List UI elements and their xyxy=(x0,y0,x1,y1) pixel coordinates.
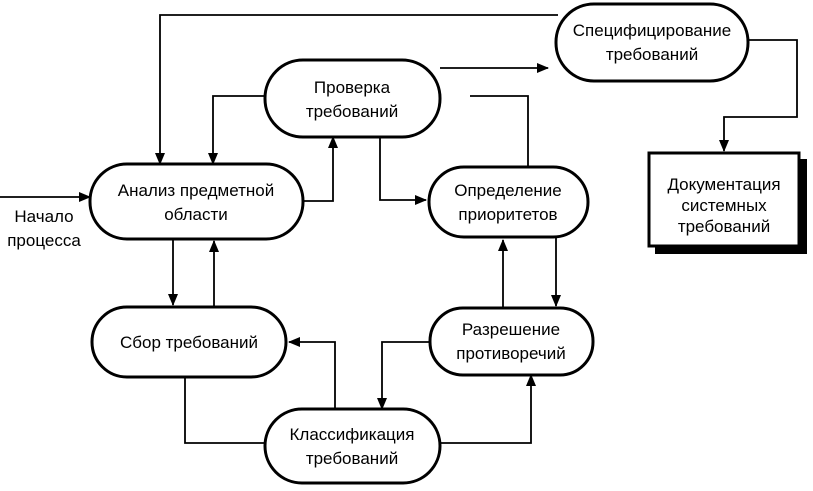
edge-spec-to-document xyxy=(719,39,798,152)
node-spec: Специфицирование требований xyxy=(554,2,750,83)
node-check-line-2: требований xyxy=(306,102,398,121)
node-priority-line-1: Определение xyxy=(454,181,562,200)
edge-classify-to-collect xyxy=(288,337,336,409)
node-classify: Классификация требований xyxy=(263,407,442,485)
document-line-3: требований xyxy=(678,217,770,236)
edge-priority-to-check xyxy=(470,95,529,167)
node-collect: Сбор требований xyxy=(90,305,288,379)
edge-check-to-priority xyxy=(379,137,427,205)
node-collect-line-1: Сбор требований xyxy=(120,333,258,352)
document-box: Документация системных требований xyxy=(647,151,807,254)
node-classify-line-2: требований xyxy=(306,449,398,468)
edge-check-to-analysis xyxy=(208,95,265,165)
edge-collect-to-classify xyxy=(184,377,265,444)
edge-classify-to-resolve xyxy=(440,374,536,444)
node-check: Проверка требований xyxy=(263,58,442,139)
start-label-line-2: процесса xyxy=(7,231,81,250)
node-analysis: Анализ предметной области xyxy=(88,162,305,241)
edges xyxy=(0,14,798,444)
edge-spec-to-analysis xyxy=(155,14,558,165)
document-line-2: системных xyxy=(681,196,767,215)
node-analysis-line-1: Анализ предметной xyxy=(118,181,274,200)
start-label: Начало процесса xyxy=(7,207,81,250)
start-label-line-1: Начало xyxy=(14,207,73,226)
node-resolve-line-1: Разрешение xyxy=(462,320,560,339)
node-classify-line-1: Классификация xyxy=(290,425,415,444)
node-priority-line-2: приоритетов xyxy=(458,205,557,224)
edge-resolve-to-classify xyxy=(377,341,430,410)
node-priority: Определение приоритетов xyxy=(427,165,590,239)
edge-analysis-to-check xyxy=(303,136,338,202)
document-line-1: Документация xyxy=(667,175,780,194)
node-analysis-line-2: области xyxy=(164,205,228,224)
node-spec-line-1: Специфицирование xyxy=(573,21,731,40)
node-resolve: Разрешение противоречий xyxy=(428,306,595,377)
node-resolve-line-2: противоречий xyxy=(456,344,566,363)
node-spec-line-2: требований xyxy=(606,45,698,64)
node-check-line-1: Проверка xyxy=(314,78,391,97)
